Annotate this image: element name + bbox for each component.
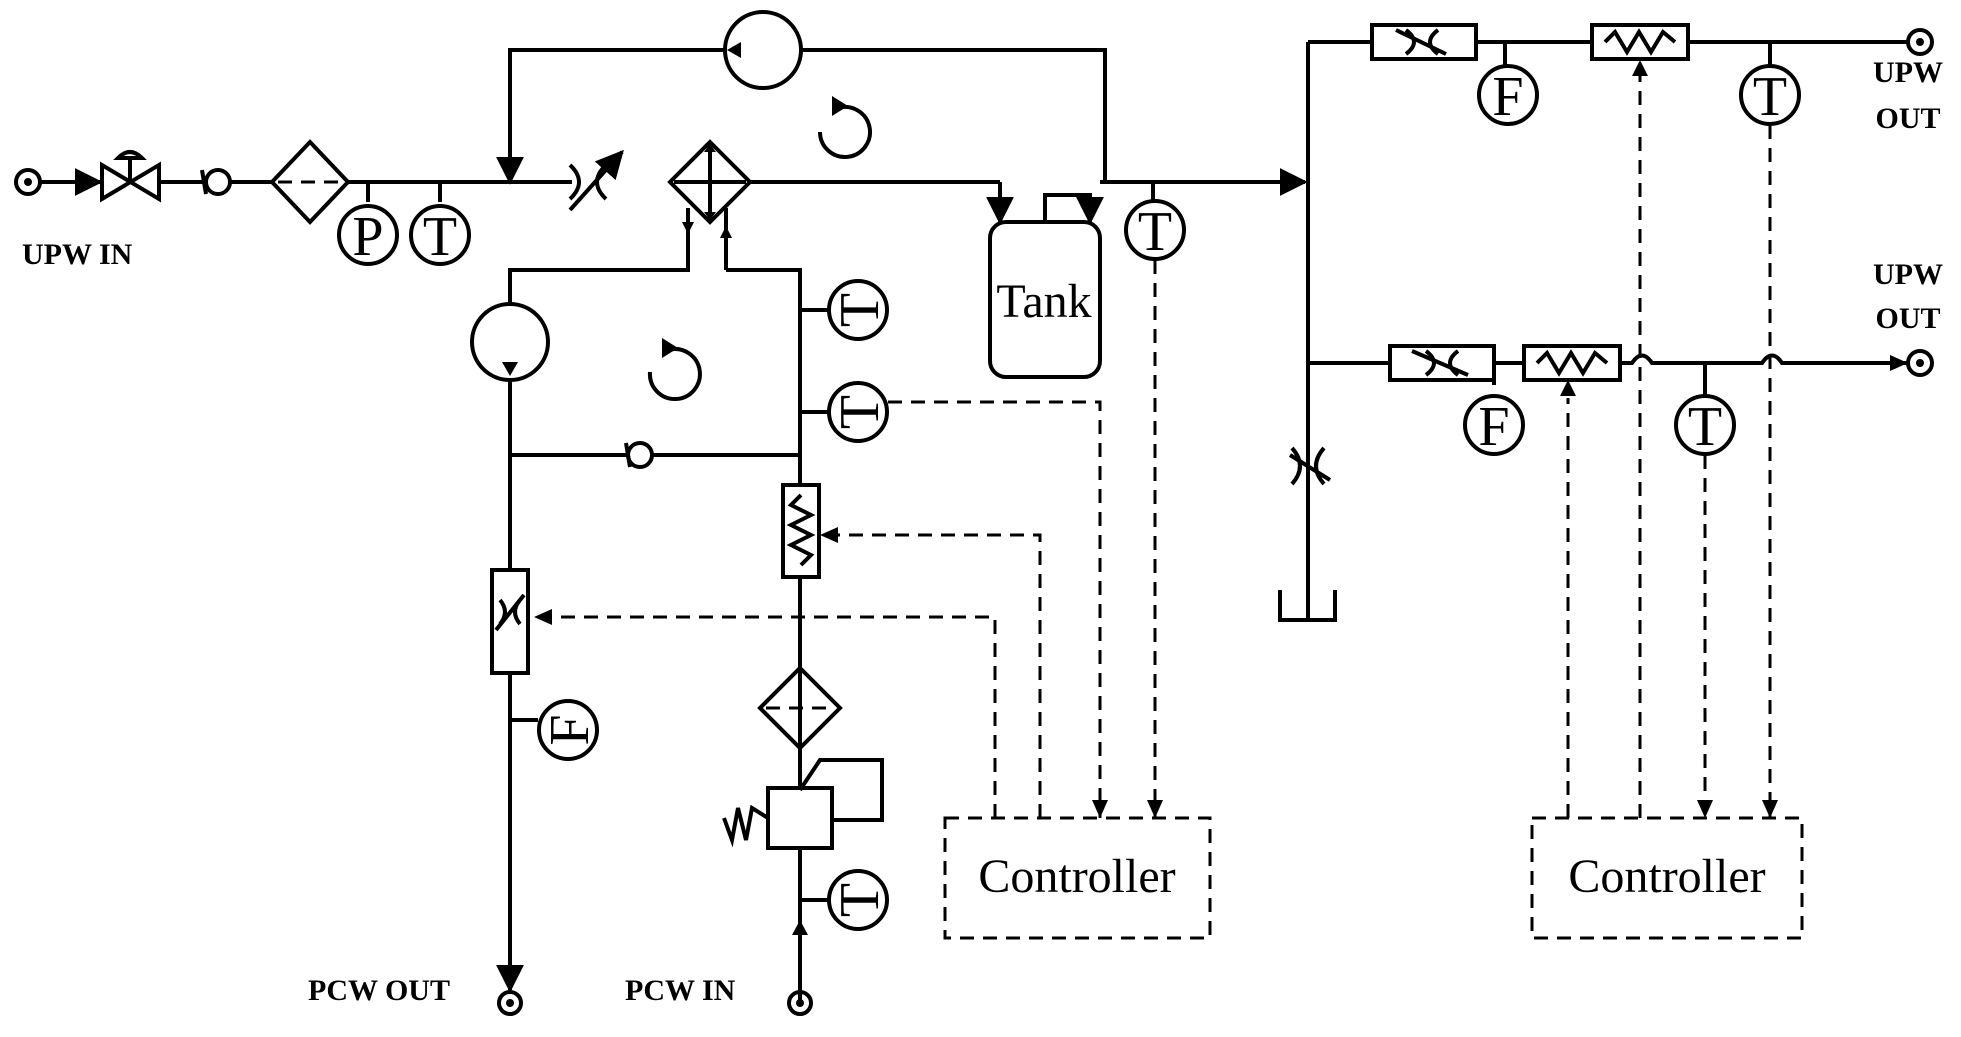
inlet-filter-icon: [269, 139, 351, 225]
bypass-supply-pipe: [802, 48, 1107, 182]
drain-throttle-icon: [1288, 446, 1332, 486]
upw-in-label: UPW IN: [22, 238, 133, 271]
pcw-return-throttle-icon: [490, 568, 530, 675]
svg-text:F: F: [1478, 396, 1509, 458]
upw-out1-label-line2: OUT: [1875, 102, 1940, 135]
outlet2-pipe-3: [1620, 353, 1908, 365]
heat-exchanger-icon: [667, 139, 753, 225]
pcw-inlet-port: [787, 990, 813, 1016]
pcw-regulator-icon: [722, 758, 884, 850]
svg-text:T: T: [829, 395, 891, 429]
svg-text:F: F: [539, 714, 601, 745]
right-controller-label: Controller: [1568, 850, 1765, 903]
pressure-sensor: P: [337, 204, 399, 268]
main-adjustable-throttle-icon: [568, 149, 624, 212]
pcw-pump-icon: [470, 302, 550, 382]
pcw-out-label: PCW OUT: [308, 974, 450, 1007]
pcw-sensor-3: T: [827, 869, 891, 931]
outlet1-throttle-icon: [1370, 23, 1478, 61]
pcw-filter-icon: [757, 665, 843, 751]
pcw-heater-icon: [781, 483, 821, 579]
outlet1-temp-sensor: T: [1739, 64, 1801, 128]
check-valve-icon: [200, 168, 232, 196]
right-controller: Controller: [1530, 816, 1804, 940]
upw-inlet-port: [14, 168, 42, 196]
svg-text:T: T: [1753, 66, 1787, 128]
svg-text:T: T: [1688, 396, 1722, 458]
upw-out2-label-line2: OUT: [1875, 302, 1940, 335]
outlet2-temp-sensor: T: [1674, 394, 1736, 458]
pcw-in-label: PCW IN: [625, 974, 736, 1007]
pcw-sensor-1: T: [827, 279, 891, 341]
tank-temp-sensor: T: [1124, 199, 1186, 263]
svg-text:T: T: [423, 206, 457, 268]
tank-recirc-pipe: [1043, 193, 1104, 225]
tank-label: Tank: [996, 275, 1091, 328]
svg-text:T: T: [829, 883, 891, 917]
pcw-check-valve-icon: [624, 441, 654, 469]
outlet1-flow-sensor: F: [1477, 64, 1539, 128]
signal-heater-control: [836, 533, 1042, 818]
bypass-return-pipe: [496, 48, 725, 185]
pcw-rotation-icon: [647, 338, 702, 402]
outlet2-heater-icon: [1522, 344, 1622, 382]
pcw-supply-pipe: [726, 268, 802, 1000]
signal-pcw-temp: [888, 400, 1102, 818]
outlet2-throttle-icon: [1388, 344, 1496, 382]
pcw-sensor-2: T: [827, 381, 891, 443]
left-controller-label: Controller: [978, 850, 1175, 903]
svg-text:P: P: [352, 206, 383, 268]
upw-outlet1-port: [1906, 28, 1934, 56]
pcw-outlet-port: [497, 990, 523, 1016]
upw-out2-label-line1: UPW: [1873, 258, 1943, 291]
svg-text:T: T: [1138, 201, 1172, 263]
pcw-in-flow-arrow: [792, 920, 808, 935]
upw-outlet2-port: [1906, 349, 1934, 377]
tank: Tank: [988, 220, 1102, 379]
inlet-valve-icon: [100, 150, 161, 203]
bypass-pump-icon: [723, 10, 803, 90]
pcw-out-flow-sensor: F: [537, 699, 601, 761]
left-controller: Controller: [943, 816, 1212, 940]
temp-sensor-main: T: [409, 204, 471, 268]
outlet1-heater-icon: [1590, 23, 1690, 61]
hx-pcw-outlet-pipe: [508, 208, 690, 305]
bypass-rotation-icon: [818, 96, 872, 159]
svg-text:T: T: [829, 293, 891, 327]
svg-text:F: F: [1492, 66, 1523, 128]
outlet2-flow-sensor: F: [1463, 394, 1525, 458]
upw-out1-label-line1: UPW: [1873, 56, 1943, 89]
